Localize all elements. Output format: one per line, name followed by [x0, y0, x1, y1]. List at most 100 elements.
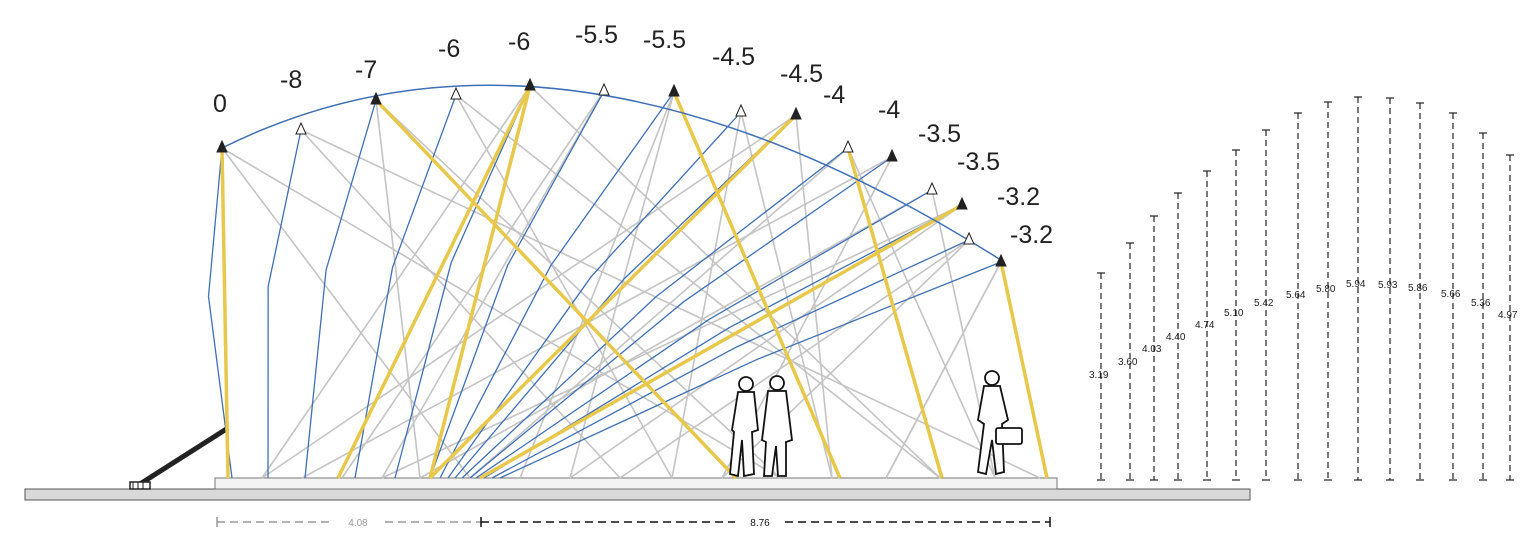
angle-label: -6 [508, 28, 530, 56]
gray-member [569, 91, 675, 479]
node-marker [295, 121, 307, 135]
height-label: 3.60 [1118, 357, 1138, 368]
gray-member [519, 91, 675, 479]
angle-label: 0 [213, 90, 227, 118]
blue-member [439, 91, 675, 479]
gray-member [381, 90, 605, 479]
node-marker [216, 139, 228, 153]
dimension-label: 4.08 [348, 518, 368, 529]
height-label: 5.66 [1441, 289, 1461, 300]
height-label: 3.19 [1089, 370, 1109, 381]
angle-label: -8 [280, 66, 302, 94]
angle-label: -3.5 [957, 148, 1000, 176]
gray-member [375, 99, 421, 479]
gray-member [529, 85, 941, 479]
gray-member [795, 114, 833, 479]
blue-member [429, 90, 605, 479]
node-marker [995, 253, 1007, 267]
angle-label: -5.5 [575, 21, 618, 49]
gray-member [419, 189, 933, 479]
blue-member [499, 261, 1002, 479]
height-label: 4.74 [1195, 320, 1215, 331]
height-label: 5.64 [1286, 290, 1306, 301]
angle-label: -4 [823, 81, 845, 109]
dimension-8-76: 8.76 [480, 517, 1051, 529]
gray-member [341, 90, 605, 479]
angle-label: -3.2 [1010, 221, 1053, 249]
yellow-member [428, 113, 798, 480]
blue-member [207, 147, 233, 479]
height-label: 5.10 [1224, 308, 1244, 319]
height-label: 5.42 [1254, 298, 1274, 309]
blue-member [354, 94, 457, 479]
node-marker [668, 83, 680, 97]
gray-member [671, 111, 742, 479]
human-figure-icon [761, 375, 793, 477]
height-label: 4.40 [1166, 332, 1186, 343]
angle-label: -3.5 [918, 120, 961, 148]
node-marker [956, 196, 968, 210]
angle-label: -5.5 [643, 26, 686, 54]
gray-member [455, 94, 941, 479]
gray-member [847, 147, 996, 479]
angle-label: -7 [355, 56, 377, 84]
platform [214, 477, 1058, 490]
height-label: 5.94 [1346, 279, 1366, 290]
gray-member [740, 111, 833, 479]
dimension-4-08: 4.08 [216, 517, 481, 529]
yellow-member [374, 98, 738, 480]
node-marker [524, 77, 536, 91]
blue-member [475, 189, 933, 479]
gray-member [569, 204, 963, 479]
node-marker [963, 231, 975, 245]
yellow-member [672, 91, 842, 479]
blue-member [304, 99, 377, 479]
angle-label: -4 [878, 96, 900, 124]
yellow-members [220, 85, 1049, 480]
dimension-label: 8.76 [750, 518, 770, 529]
node-marker [370, 91, 382, 105]
node-marker [926, 181, 938, 195]
human-figure-with-bag-icon [977, 370, 1023, 476]
blue-member [491, 239, 970, 479]
node-marker [735, 103, 747, 117]
human-figure-icon [729, 376, 759, 478]
gray-member [619, 239, 970, 479]
yellow-member [336, 85, 532, 479]
blue-member [469, 156, 893, 479]
gray-member [221, 147, 781, 479]
gray-member [221, 147, 471, 479]
ground-slab [24, 488, 1251, 501]
secondary-members [221, 85, 1041, 479]
height-markers: 3.19 3.60 4.03 4.40 4.74 5.10 5.42 5.64 5.80 5.94… [1089, 96, 1518, 481]
height-label: 4.97 [1498, 310, 1518, 321]
gray-member [455, 94, 673, 479]
gray-member [301, 156, 893, 479]
gray-member [885, 261, 1002, 479]
angle-label: -3.2 [997, 183, 1040, 211]
angle-label: -4.5 [712, 43, 755, 71]
yellow-member [428, 85, 532, 479]
yellow-member [479, 203, 963, 480]
height-label: 5.86 [1408, 283, 1428, 294]
height-label: 5.80 [1316, 284, 1336, 295]
gray-member [261, 114, 797, 479]
blue-members [207, 85, 1002, 479]
blue-member [461, 147, 849, 479]
height-label: 5.93 [1378, 280, 1398, 291]
gray-member [261, 85, 531, 479]
anchor-base-icon [129, 425, 230, 490]
node-marker [598, 82, 610, 96]
gray-member [469, 147, 849, 479]
blue-member [267, 129, 302, 479]
yellow-member [846, 147, 944, 479]
node-marker [450, 86, 462, 100]
height-label: 5.36 [1471, 298, 1491, 309]
angle-label: -4.5 [780, 60, 823, 88]
height-label: 4.03 [1142, 344, 1162, 355]
roof-arc [221, 84, 1005, 263]
angle-label: -6 [438, 35, 460, 63]
angle-labels: 0-8-7-6-6-5.5-5.5-4.5-4.5-4-4-3.5-3.5-3.… [213, 21, 1053, 249]
gray-member [381, 204, 963, 479]
